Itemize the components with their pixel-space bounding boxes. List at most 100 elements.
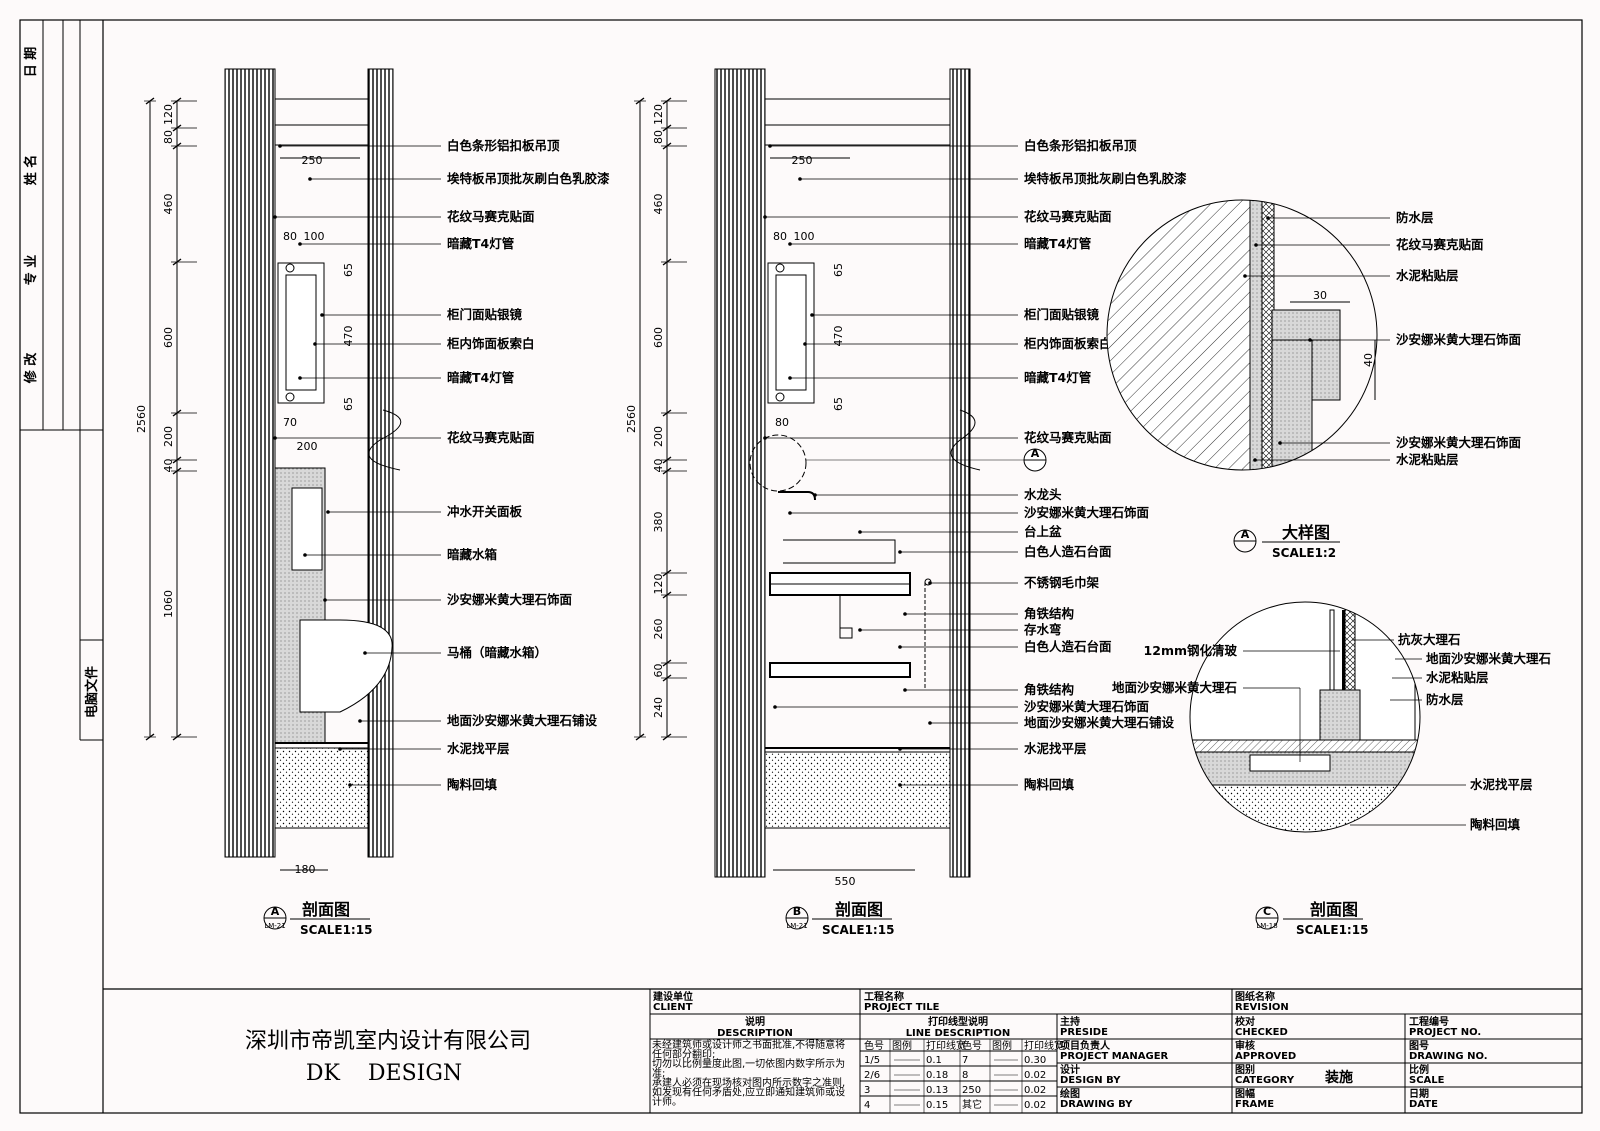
material-label: 水泥找平层 <box>1024 741 1087 756</box>
material-label: 台上盆 <box>1024 524 1062 539</box>
section-c-sheet: LM-18 <box>1256 922 1277 930</box>
line-table-header: 打印线宽 <box>1024 1039 1064 1052</box>
material-label: 水泥粘贴层 <box>1426 670 1489 685</box>
material-label: 地面沙安娜米黄大理石铺设 <box>447 713 598 728</box>
detail-a-title: 大样图 <box>1282 523 1330 542</box>
project-label-cn: 工程名称 <box>864 990 904 1003</box>
material-label: 防水层 <box>1396 210 1434 225</box>
note-line: 任何部分翻印; <box>652 1048 715 1061</box>
material-label: 柜门面贴银镜 <box>446 307 523 322</box>
line-width: 0.02 <box>1024 1085 1046 1096</box>
line-table-header: 图例 <box>992 1039 1012 1052</box>
pm-cn: 项目负责人 <box>1060 1039 1111 1052</box>
date-cn: 日期 <box>1409 1087 1429 1100</box>
scale-cn: 比例 <box>1409 1063 1429 1076</box>
section-a-ref: A <box>271 905 280 918</box>
pno-en: PROJECT NO. <box>1409 1027 1481 1038</box>
material-label: 花纹马赛克贴面 <box>1024 430 1112 445</box>
dim-100: 100 <box>304 230 325 243</box>
app-cn: 审核 <box>1235 1039 1255 1052</box>
vertical-dimension: 260 <box>652 619 665 640</box>
material-label: 柜内饰面板索白 <box>446 336 535 351</box>
frame-cn: 图幅 <box>1235 1087 1255 1100</box>
vertical-dimension: 240 <box>652 697 665 718</box>
detail-a-scale: SCALE1:2 <box>1272 546 1336 560</box>
total-dimension: 2560 <box>135 405 148 433</box>
line-table-header: 图例 <box>892 1039 912 1052</box>
dim-65a: 65 <box>832 263 845 277</box>
line-color: 7 <box>962 1055 968 1066</box>
computer-file-label: 电脑文件 <box>84 666 100 718</box>
material-label: 水泥找平层 <box>447 741 510 756</box>
pm-en: PROJECT MANAGER <box>1060 1051 1169 1062</box>
title-block: 深圳市帝凯室内设计有限公司 DK DESIGN 建设单位 CLIENT 说明 D… <box>245 989 1582 1113</box>
dim-200: 200 <box>297 440 318 453</box>
line-width: 0.02 <box>1024 1070 1046 1081</box>
vertical-dimension: 460 <box>652 194 665 215</box>
dim-bottom: 550 <box>835 875 856 888</box>
material-label: 水泥找平层 <box>1470 777 1533 792</box>
section-c-ref: C <box>1263 905 1271 918</box>
detail-a: 防水层花纹马赛克贴面水泥粘贴层沙安娜米黄大理石饰面沙安娜米黄大理石饰面水泥粘贴层… <box>1106 199 1522 560</box>
material-label: 花纹马赛克贴面 <box>447 209 535 224</box>
material-label: 沙安娜米黄大理石饰面 <box>1396 332 1522 347</box>
rev-cn: 图纸名称 <box>1235 990 1275 1003</box>
vertical-dimension: 200 <box>162 426 175 447</box>
material-label: 暗藏T4灯管 <box>1024 236 1091 251</box>
material-label: 水泥粘贴层 <box>1396 268 1459 283</box>
material-label: 白色人造石台面 <box>1024 544 1112 559</box>
dim-250: 250 <box>302 154 323 167</box>
material-label: 存水弯 <box>1023 622 1062 637</box>
note-line: 未经建筑师或设计师之书面批准,不得随意将 <box>652 1038 845 1051</box>
line-width: 0.02 <box>1024 1100 1046 1111</box>
material-label: 白色条形铝扣板吊顶 <box>447 138 560 153</box>
dim-bottom: 180 <box>295 863 316 876</box>
line-width: 0.13 <box>926 1085 948 1096</box>
vertical-dimension: 40 <box>652 459 665 473</box>
dno-en: DRAWING NO. <box>1409 1051 1488 1062</box>
client-label-cn: 建设单位 <box>652 990 693 1003</box>
client-label-en: CLIENT <box>653 1002 693 1013</box>
vertical-dimension: 120 <box>652 574 665 595</box>
material-label: 水泥粘贴层 <box>1396 452 1459 467</box>
line-table-header: 色号 <box>962 1039 982 1052</box>
note-line: 承建人必须在现场核对图内所示数字之准则, <box>652 1076 845 1089</box>
vertical-dimension: 80 <box>652 130 665 144</box>
revision-panel: 修 改专 业姓 名日 期 电脑文件 <box>19 20 103 741</box>
app-en: APPROVED <box>1235 1051 1296 1062</box>
section-b-scale: SCALE1:15 <box>822 923 894 937</box>
design-cn: 设计 <box>1060 1063 1080 1076</box>
vertical-dimension: 600 <box>652 327 665 348</box>
material-label: 白色人造石台面 <box>1024 639 1112 654</box>
category-value: 装施 <box>1324 1069 1353 1086</box>
material-label: 地面沙安娜米黄大理石铺设 <box>1024 715 1175 730</box>
material-label: 白色条形铝扣板吊顶 <box>1024 138 1137 153</box>
material-label: 12mm钢化清玻 <box>1144 643 1238 658</box>
material-label: 埃特板吊顶批灰刷白色乳胶漆 <box>1024 171 1187 186</box>
revision-label: 日 期 <box>24 47 39 78</box>
material-label: 马桶（暗藏水箱） <box>447 645 547 660</box>
frame-en: FRAME <box>1235 1099 1274 1110</box>
dim-80: 80 <box>283 230 297 243</box>
vertical-dimension: 120 <box>162 104 175 125</box>
desc-label-cn: 说明 <box>745 1015 765 1028</box>
dim-70: 70 <box>283 416 297 429</box>
line-color: 4 <box>864 1100 870 1111</box>
material-label: 暗藏水箱 <box>447 547 498 562</box>
vertical-dimension: 80 <box>162 130 175 144</box>
vertical-dimension: 40 <box>162 459 175 473</box>
material-label: 沙安娜米黄大理石饰面 <box>1024 505 1150 520</box>
detail-callout-ref: A <box>1031 447 1040 460</box>
dim-65a: 65 <box>342 263 355 277</box>
dim-250: 250 <box>792 154 813 167</box>
section-c: 12mm钢化清玻地面沙安娜米黄大理石抗灰大理石地面沙安娜米黄大理石水泥粘贴层防水… <box>1112 601 1551 937</box>
cat-cn: 图别 <box>1235 1063 1255 1076</box>
cat-en: CATEGORY <box>1235 1075 1295 1086</box>
vertical-dimension: 120 <box>652 104 665 125</box>
rev-en: REVISION <box>1235 1002 1289 1013</box>
section-c-scale: SCALE1:15 <box>1296 923 1368 937</box>
total-dimension: 2560 <box>625 405 638 433</box>
material-label: 水龙头 <box>1024 487 1062 502</box>
